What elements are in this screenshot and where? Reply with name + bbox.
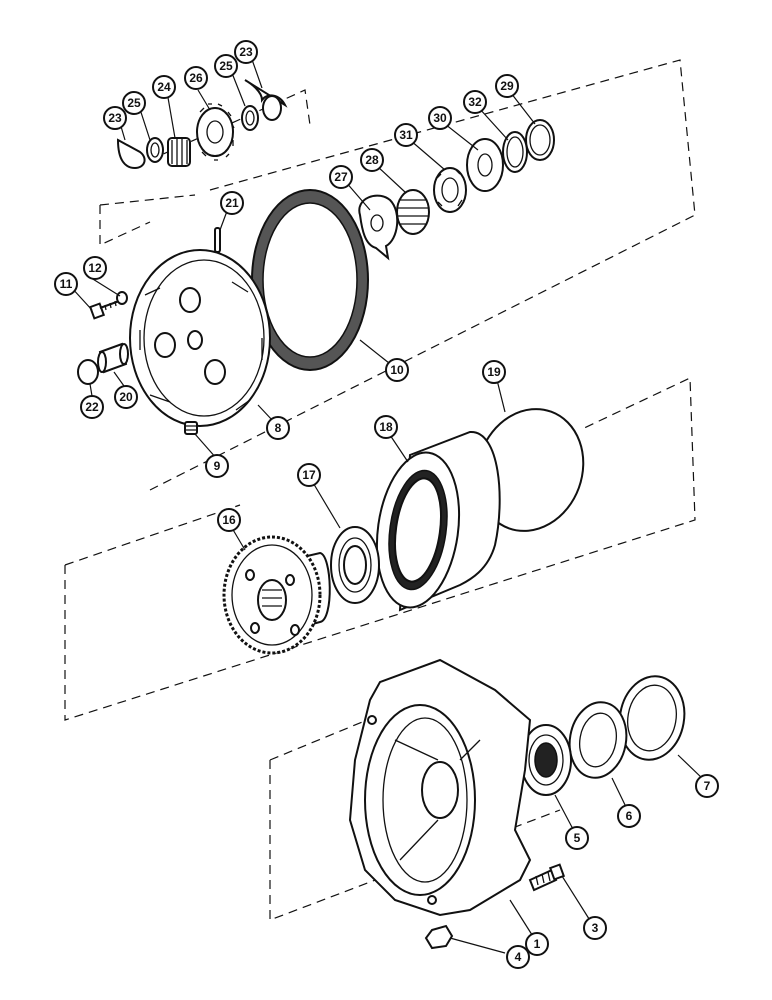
callout-12: 12 xyxy=(83,256,107,280)
callout-label: 12 xyxy=(88,261,102,275)
callout-3: 3 xyxy=(583,916,607,940)
part-27-thrust-washer xyxy=(358,194,399,261)
callout-label: 28 xyxy=(365,153,379,167)
callout-31: 31 xyxy=(394,123,418,147)
callout-label: 27 xyxy=(334,170,348,184)
callout-19: 19 xyxy=(482,360,506,384)
callout-17: 17 xyxy=(297,463,321,487)
callout-26: 26 xyxy=(184,66,208,90)
callout-20: 20 xyxy=(114,385,138,409)
part-23-thrust-washer-right xyxy=(244,79,288,121)
callout-label: 21 xyxy=(225,196,239,210)
part-29-bearing-cup xyxy=(525,119,555,161)
callout-16: 16 xyxy=(217,508,241,532)
part-11-bolt xyxy=(88,299,123,320)
callout-8: 8 xyxy=(266,416,290,440)
callout-18: 18 xyxy=(374,415,398,439)
callout-9: 9 xyxy=(205,454,229,478)
part-3-stud xyxy=(528,863,566,892)
callout-label: 7 xyxy=(704,779,711,793)
part-26-planet-gear xyxy=(196,103,235,161)
part-12-lock-washer xyxy=(116,291,128,305)
callout-label: 23 xyxy=(239,45,253,59)
part-8-planet-carrier xyxy=(129,249,271,427)
callout-27: 27 xyxy=(329,165,353,189)
part-18-ring-gear xyxy=(375,430,501,612)
callout-5: 5 xyxy=(565,826,589,850)
part-25-washer-left xyxy=(146,137,164,163)
callout-label: 3 xyxy=(592,921,599,935)
part-20-shaft xyxy=(97,342,129,374)
part-28-sun-gear xyxy=(396,189,430,235)
callout-24: 24 xyxy=(152,75,176,99)
callout-label: 24 xyxy=(157,80,171,94)
callout-label: 11 xyxy=(60,277,73,291)
callout-1: 1 xyxy=(525,932,549,956)
part-23-thrust-washer-left xyxy=(116,138,146,170)
part-6-bearing-cup xyxy=(568,701,628,779)
callout-label: 29 xyxy=(500,79,514,93)
callout-label: 23 xyxy=(108,111,122,125)
callout-11: 11 xyxy=(54,272,78,296)
callout-label: 1 xyxy=(534,937,541,951)
callout-label: 20 xyxy=(119,390,133,404)
callout-label: 18 xyxy=(379,420,393,434)
part-4-nut xyxy=(424,924,454,950)
callout-29: 29 xyxy=(495,74,519,98)
callout-label: 9 xyxy=(214,459,221,473)
part-16-gear-hub xyxy=(222,535,331,655)
callout-label: 17 xyxy=(302,468,316,482)
callout-label: 6 xyxy=(626,809,633,823)
part-30-washer xyxy=(466,138,504,192)
part-21-pin xyxy=(214,227,221,253)
callout-label: 16 xyxy=(222,513,236,527)
callout-label: 32 xyxy=(468,95,482,109)
part-9-plug xyxy=(184,421,198,435)
callout-32: 32 xyxy=(463,90,487,114)
callout-label: 25 xyxy=(127,96,141,110)
part-25-washer-right xyxy=(241,105,259,131)
callout-label: 4 xyxy=(515,950,522,964)
part-24-needle-bearing xyxy=(167,137,191,167)
part-17-bearing xyxy=(330,526,380,604)
part-31-bearing xyxy=(433,167,467,213)
callout-6: 6 xyxy=(617,804,641,828)
callout-10: 10 xyxy=(385,358,409,382)
part-7-seal xyxy=(618,675,686,761)
callout-7: 7 xyxy=(695,774,719,798)
callout-label: 10 xyxy=(390,363,404,377)
callout-4: 4 xyxy=(506,945,530,969)
callout-23-right: 23 xyxy=(234,40,258,64)
part-22-o-ring xyxy=(77,359,99,385)
callout-label: 25 xyxy=(219,59,233,73)
wheel-hub-housing xyxy=(348,658,532,917)
callout-22: 22 xyxy=(80,395,104,419)
callout-label: 22 xyxy=(85,400,99,414)
callout-23-left: 23 xyxy=(103,106,127,130)
callout-25-right: 25 xyxy=(214,54,238,78)
callout-label: 8 xyxy=(275,421,282,435)
callout-21: 21 xyxy=(220,191,244,215)
callout-label: 31 xyxy=(399,128,413,142)
callout-28: 28 xyxy=(360,148,384,172)
callout-label: 5 xyxy=(574,831,581,845)
part-10-friction-disc xyxy=(251,189,369,371)
callout-30: 30 xyxy=(428,106,452,130)
callout-label: 26 xyxy=(189,71,203,85)
callout-25-left: 25 xyxy=(122,91,146,115)
part-32-ring xyxy=(502,131,528,173)
callout-label: 30 xyxy=(433,111,447,125)
callout-label: 19 xyxy=(487,365,501,379)
